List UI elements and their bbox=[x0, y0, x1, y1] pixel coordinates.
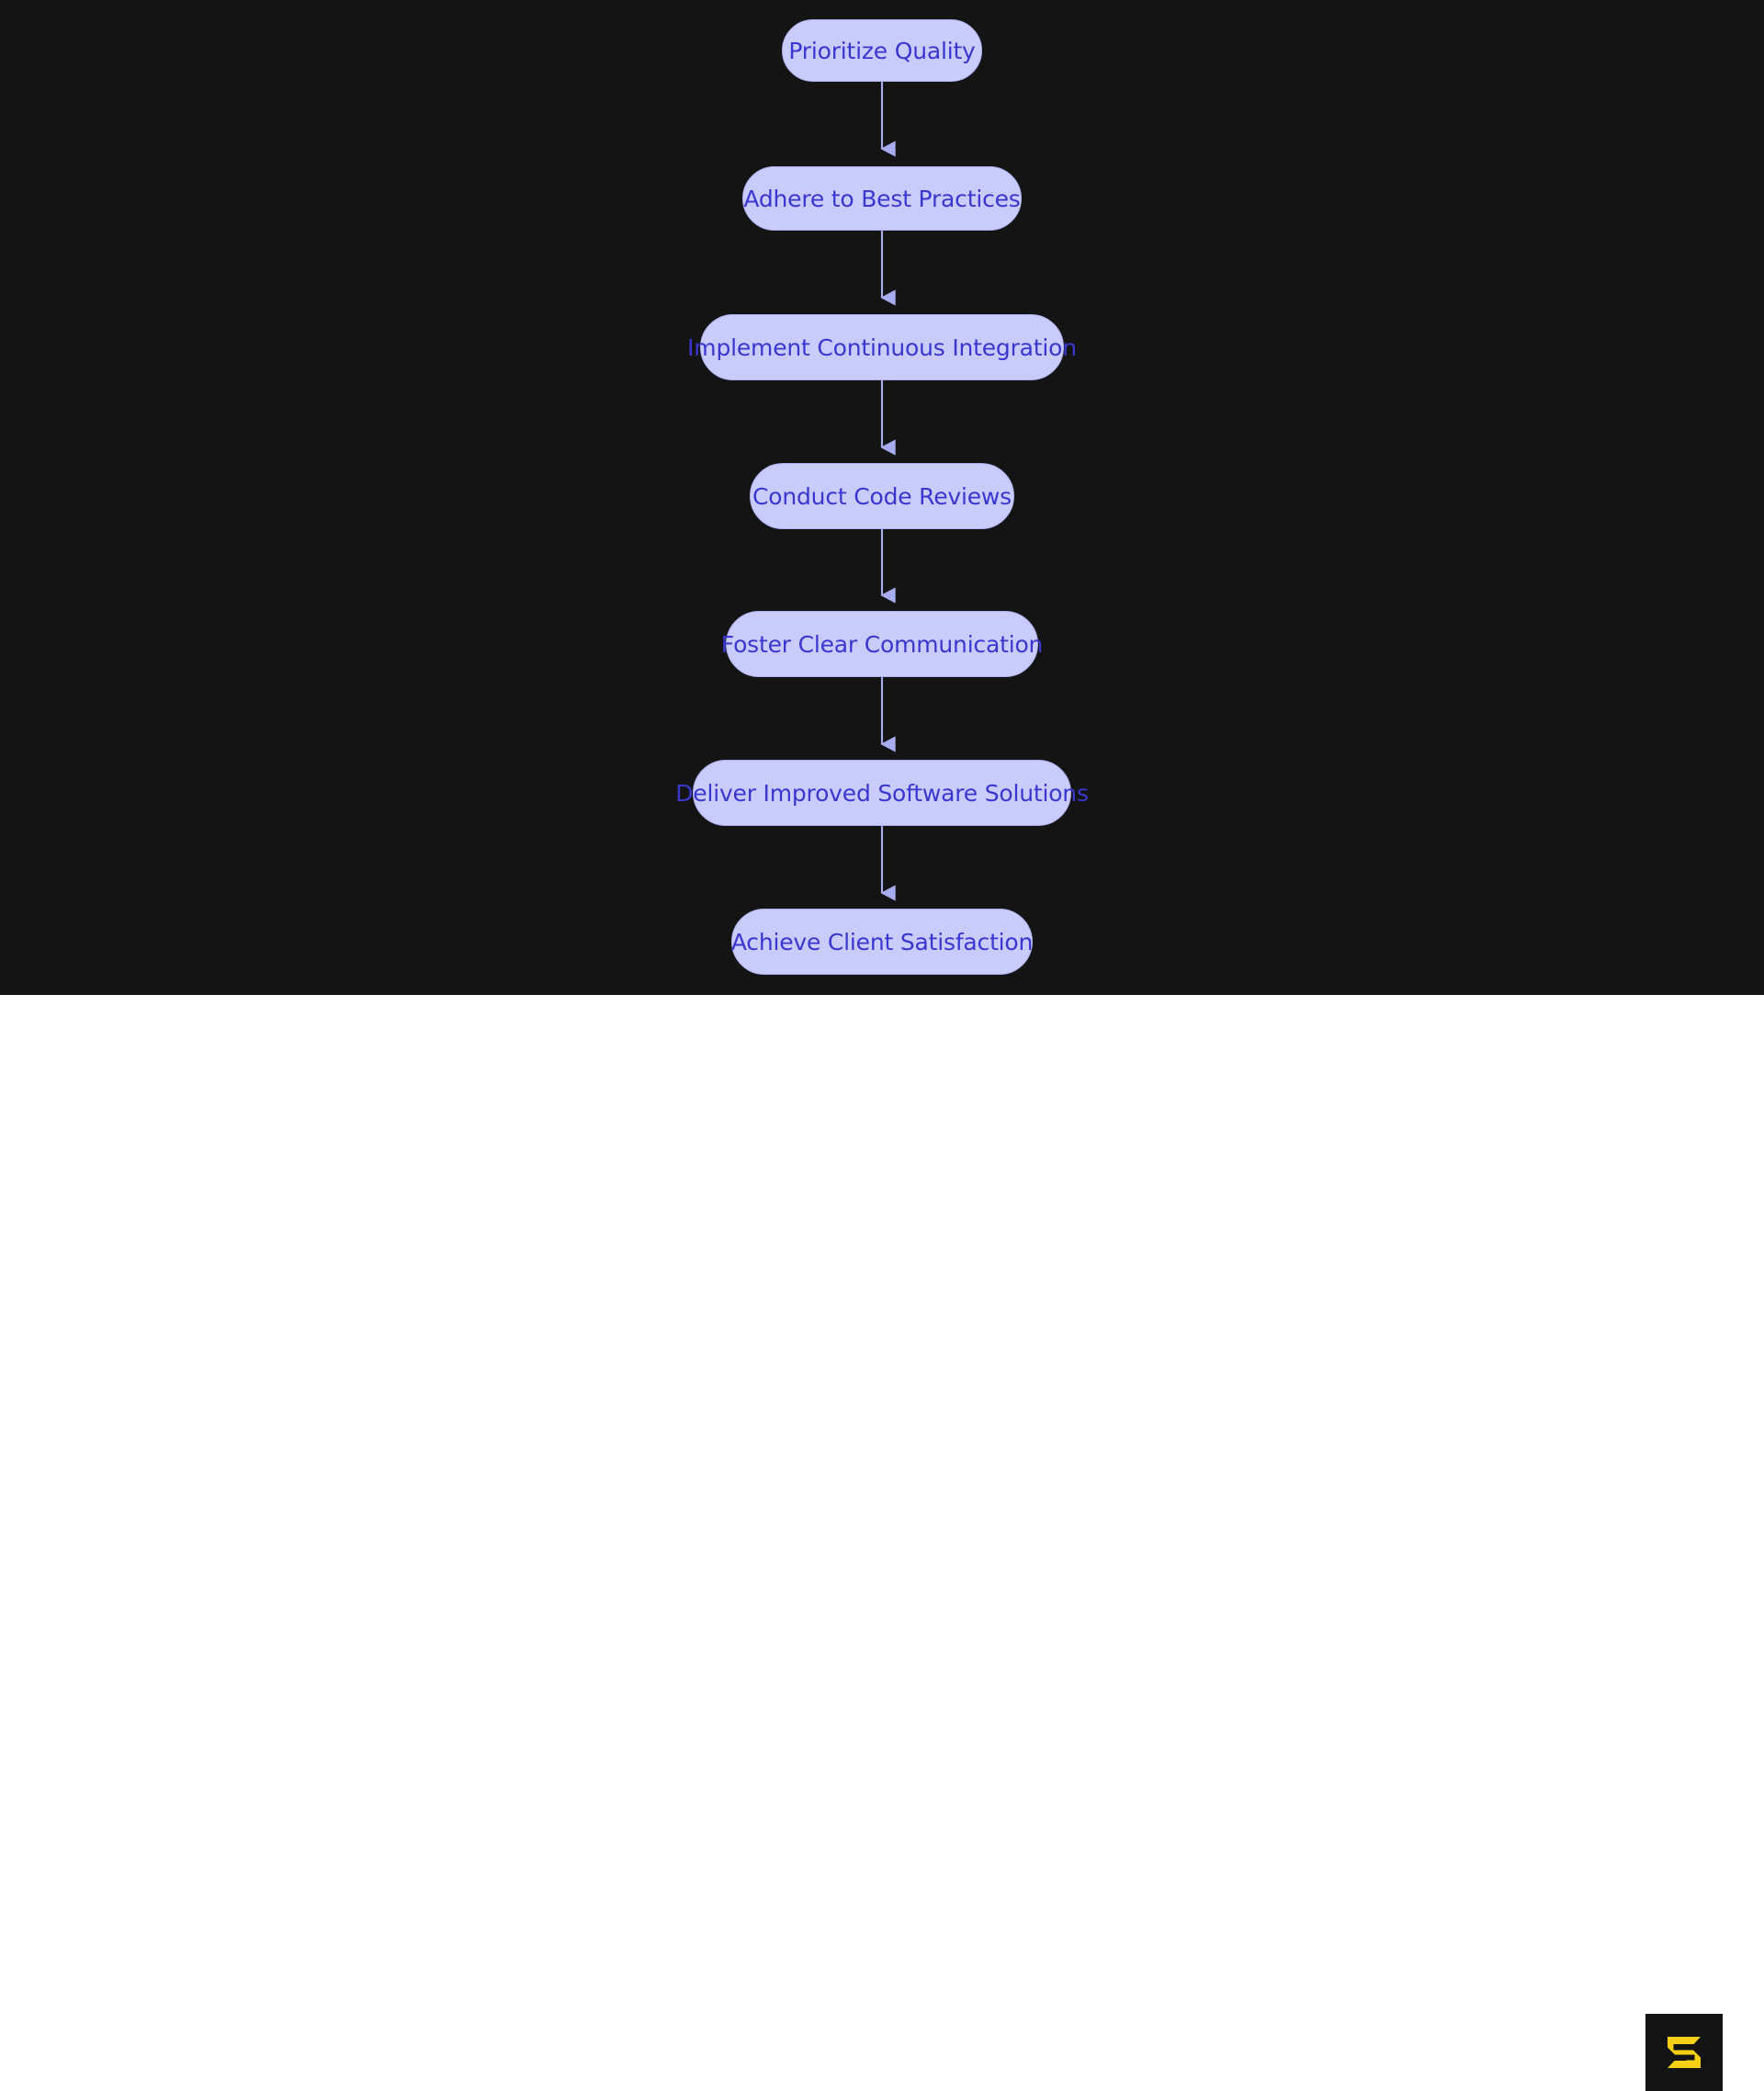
flow-node-deliver-improved-software-solutions[interactable]: Deliver Improved Software Solutions bbox=[675, 760, 1089, 826]
brand-s-logo-icon bbox=[1668, 2037, 1701, 2068]
flow-node-prioritize-quality[interactable]: Prioritize Quality bbox=[782, 19, 982, 82]
flowchart-connectors bbox=[880, 82, 896, 901]
flow-node-label: Achieve Client Satisfaction bbox=[730, 928, 1034, 955]
flowchart-canvas: Prioritize Quality Adhere to Best Practi… bbox=[0, 0, 1764, 995]
flow-node-adhere-to-best-practices[interactable]: Adhere to Best Practices bbox=[742, 166, 1022, 231]
brand-logo[interactable] bbox=[1645, 2014, 1723, 2091]
flow-node-label: Implement Continuous Integration bbox=[687, 333, 1077, 361]
flow-node-label: Conduct Code Reviews bbox=[752, 482, 1012, 510]
flow-node-achieve-client-satisfaction[interactable]: Achieve Client Satisfaction bbox=[731, 909, 1033, 975]
flow-node-label: Prioritize Quality bbox=[788, 37, 976, 64]
flow-node-label: Adhere to Best Practices bbox=[743, 185, 1021, 212]
flow-node-label: Deliver Improved Software Solutions bbox=[675, 779, 1089, 807]
flow-node-foster-clear-communication[interactable]: Foster Clear Communication bbox=[721, 611, 1043, 677]
footer-strip bbox=[0, 995, 1764, 2091]
flow-node-label: Foster Clear Communication bbox=[720, 630, 1044, 658]
flow-node-conduct-code-reviews[interactable]: Conduct Code Reviews bbox=[750, 463, 1014, 529]
flow-node-implement-continuous-integration[interactable]: Implement Continuous Integration bbox=[687, 314, 1077, 380]
